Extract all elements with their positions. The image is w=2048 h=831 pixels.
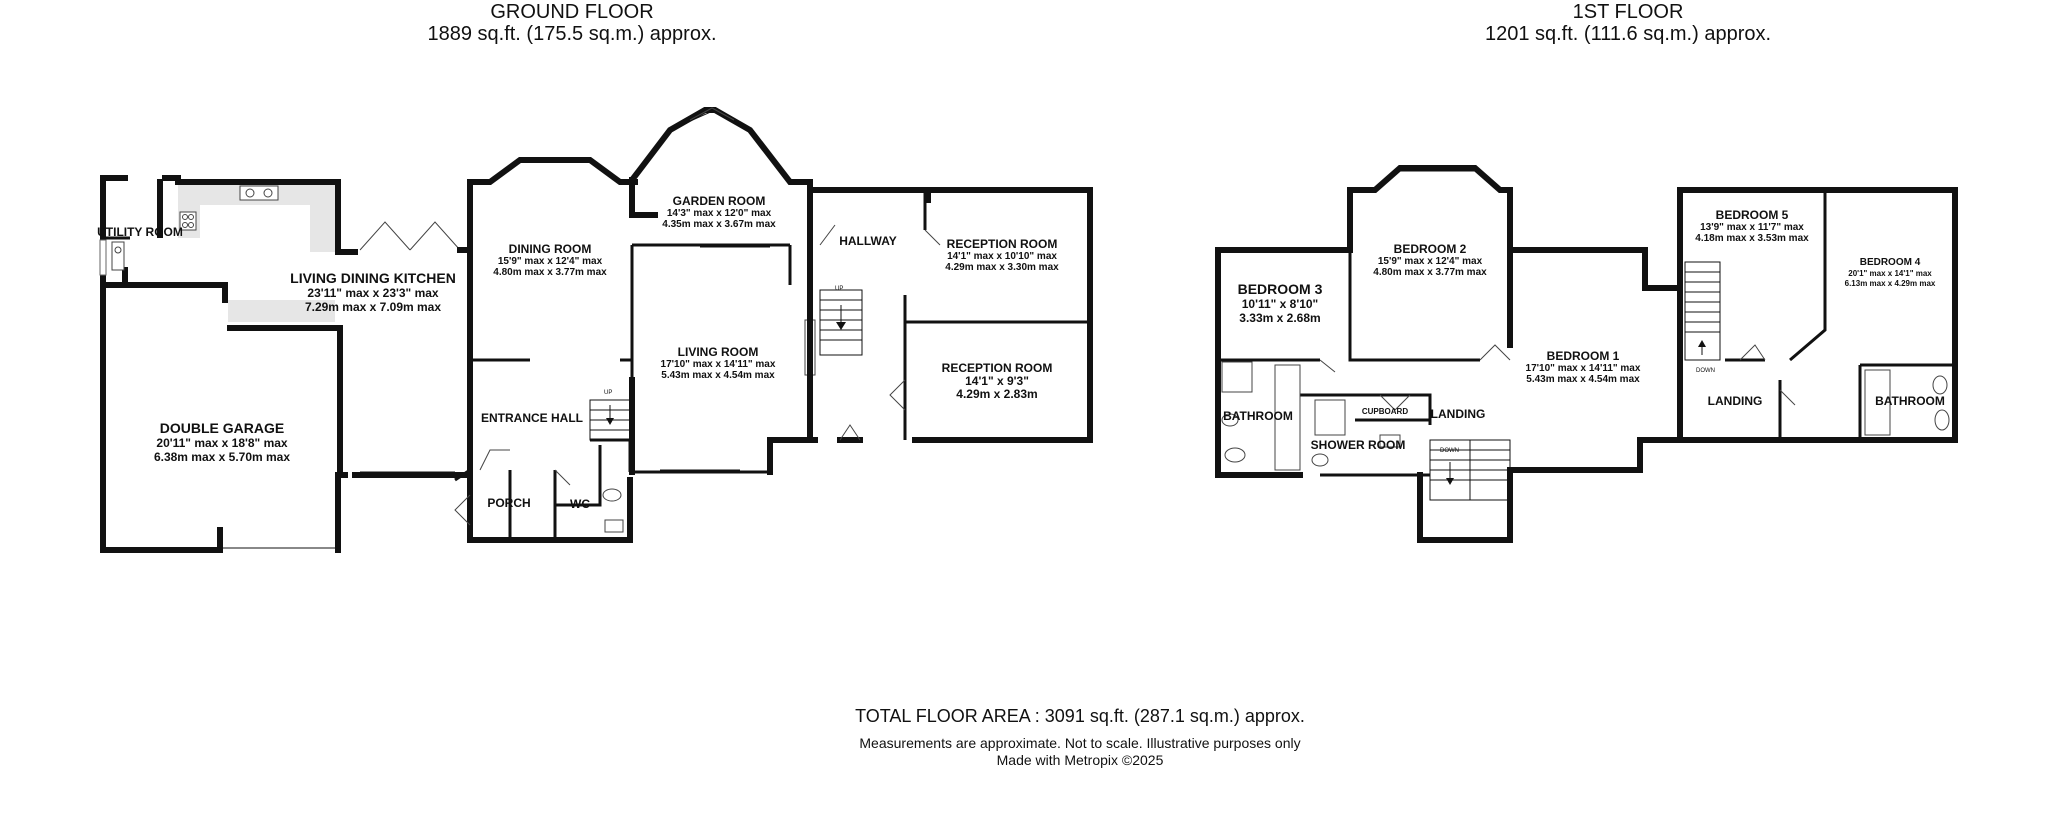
ground-floor-area: 1889 sq.ft. (175.5 sq.m.) approx. bbox=[427, 23, 716, 45]
garage-imperial: 20'11" max x 18'8" max bbox=[156, 436, 288, 450]
bedroom2-imperial: 15'9" max x 12'4" max bbox=[1378, 256, 1483, 267]
bathroom1-name: BATHROOM bbox=[1223, 409, 1293, 423]
dining-name: DINING ROOM bbox=[509, 242, 592, 256]
utility-room-name: UTILITY ROOM bbox=[97, 225, 183, 239]
stairs-first-landing: DOWN bbox=[1429, 439, 1511, 501]
landing1-name: LANDING bbox=[1431, 407, 1486, 421]
landing2-name: LANDING bbox=[1708, 394, 1763, 408]
garden-name: GARDEN ROOM bbox=[673, 194, 766, 208]
ground-floor-labels: UTILITY ROOM LIVING DINING KITCHEN 23'11… bbox=[97, 194, 1059, 511]
cupboard-name: CUPBOARD bbox=[1362, 407, 1408, 416]
bedroom2-name: BEDROOM 2 bbox=[1394, 242, 1467, 256]
reception2-imperial: 14'1" x 9'3" bbox=[965, 374, 1029, 388]
bathroom2-name: BATHROOM bbox=[1875, 394, 1945, 408]
bedroom2-metric: 4.80m max x 3.77m max bbox=[1373, 267, 1487, 278]
bedroom3-metric: 3.33m x 2.68m bbox=[1239, 311, 1320, 325]
stairs-up-label-1: UP bbox=[835, 286, 843, 292]
credit: Made with Metropix ©2025 bbox=[997, 752, 1164, 768]
living-name: LIVING ROOM bbox=[678, 345, 759, 359]
garage-name: DOUBLE GARAGE bbox=[160, 420, 284, 436]
stairs-down-label-1: DOWN bbox=[1440, 448, 1459, 454]
garden-imperial: 14'3" max x 12'0" max bbox=[667, 208, 772, 219]
stairs-first-landing-2: DOWN bbox=[1684, 261, 1721, 374]
first-floor-plan: DOWN bbox=[1215, 165, 1958, 543]
bedroom5-metric: 4.18m max x 3.53m max bbox=[1695, 233, 1809, 244]
reception1-imperial: 14'1" max x 10'10" max bbox=[947, 251, 1057, 262]
reception2-metric: 4.29m x 2.83m bbox=[956, 387, 1037, 401]
dining-imperial: 15'9" max x 12'4" max bbox=[498, 256, 603, 267]
reception1-metric: 4.29m max x 3.30m max bbox=[945, 262, 1059, 273]
bedroom3-imperial: 10'11" x 8'10" bbox=[1242, 297, 1318, 311]
entrance-hall-name: ENTRANCE HALL bbox=[481, 411, 583, 425]
reception2-name: RECEPTION ROOM bbox=[942, 361, 1053, 375]
first-floor-labels: BEDROOM 3 10'11" x 8'10" 3.33m x 2.68m B… bbox=[1223, 208, 1945, 452]
bedroom4-metric: 6.13m max x 4.29m max bbox=[1845, 279, 1936, 288]
ground-floor-plan: UP UP bbox=[99, 107, 1093, 553]
bedroom1-metric: 5.43m max x 4.54m max bbox=[1526, 374, 1640, 385]
bedroom1-imperial: 17'10" max x 14'11" max bbox=[1526, 363, 1641, 374]
reception1-name: RECEPTION ROOM bbox=[947, 237, 1058, 251]
kitchen-metric: 7.29m max x 7.09m max bbox=[305, 300, 441, 314]
bedroom3-name: BEDROOM 3 bbox=[1238, 281, 1323, 297]
bedroom4-imperial: 20'1" max x 14'1" max bbox=[1848, 269, 1932, 278]
living-imperial: 17'10" max x 14'11" max bbox=[661, 359, 776, 370]
kitchen-imperial: 23'11" max x 23'3" max bbox=[307, 286, 439, 300]
garden-metric: 4.35m max x 3.67m max bbox=[662, 219, 776, 230]
stairs-ground-hall: UP bbox=[819, 286, 863, 356]
stairs-down-label-2: DOWN bbox=[1696, 368, 1715, 374]
bedroom5-name: BEDROOM 5 bbox=[1716, 208, 1789, 222]
first-floor-area: 1201 sq.ft. (111.6 sq.m.) approx. bbox=[1485, 23, 1771, 45]
wc-name: WC bbox=[570, 497, 590, 511]
porch-name: PORCH bbox=[487, 496, 530, 510]
bedroom1-name: BEDROOM 1 bbox=[1547, 349, 1620, 363]
total-floor-area: TOTAL FLOOR AREA : 3091 sq.ft. (287.1 sq… bbox=[855, 706, 1305, 726]
ground-floor-title: GROUND FLOOR bbox=[490, 1, 653, 23]
first-floor-title: 1ST FLOOR bbox=[1573, 1, 1684, 23]
shower-room-name: SHOWER ROOM bbox=[1311, 438, 1406, 452]
kitchen-name: LIVING DINING KITCHEN bbox=[290, 270, 456, 286]
hallway-name: HALLWAY bbox=[839, 234, 897, 248]
disclaimer: Measurements are approximate. Not to sca… bbox=[859, 735, 1300, 751]
garage-metric: 6.38m max x 5.70m max bbox=[154, 450, 290, 464]
stairs-up-label-2: UP bbox=[604, 390, 612, 396]
stairs-ground-entrance: UP bbox=[589, 390, 631, 441]
bedroom4-name: BEDROOM 4 bbox=[1860, 257, 1921, 268]
dining-metric: 4.80m max x 3.77m max bbox=[493, 267, 607, 278]
bedroom5-imperial: 13'9" max x 11'7" max bbox=[1700, 222, 1804, 233]
living-metric: 5.43m max x 4.54m max bbox=[661, 370, 775, 381]
